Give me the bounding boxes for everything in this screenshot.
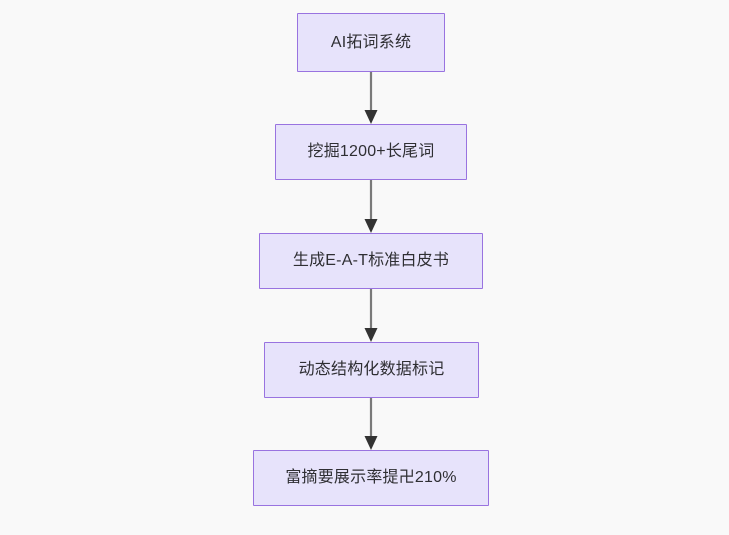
flow-node-label: 挖掘1200+长尾词: [307, 143, 435, 160]
flow-node-generate-eat-whitepaper[interactable]: 生成E-A-T标准白皮书: [259, 233, 483, 289]
flow-connector-n3-n4: [359, 289, 383, 342]
flow-node-ai-keyword-system[interactable]: AI拓词系统: [297, 13, 445, 72]
flow-connector-n4-n5: [359, 398, 383, 450]
flow-node-label: 动态结构化数据标记: [298, 361, 445, 378]
flow-node-label: 生成E-A-T标准白皮书: [292, 252, 450, 269]
flow-connector-n1-n2: [359, 72, 383, 124]
flow-node-rich-snippet-impression-lift[interactable]: 富摘要展示率提卍210%: [253, 450, 489, 506]
flow-node-label: AI拓词系统: [330, 33, 412, 51]
flow-connector-n2-n3: [359, 180, 383, 233]
flow-node-mine-longtail-keywords[interactable]: 挖掘1200+长尾词: [275, 124, 467, 180]
flow-node-label: 富摘要展示率提卍210%: [285, 469, 457, 486]
flow-node-dynamic-structured-data-markup[interactable]: 动态结构化数据标记: [264, 342, 479, 398]
